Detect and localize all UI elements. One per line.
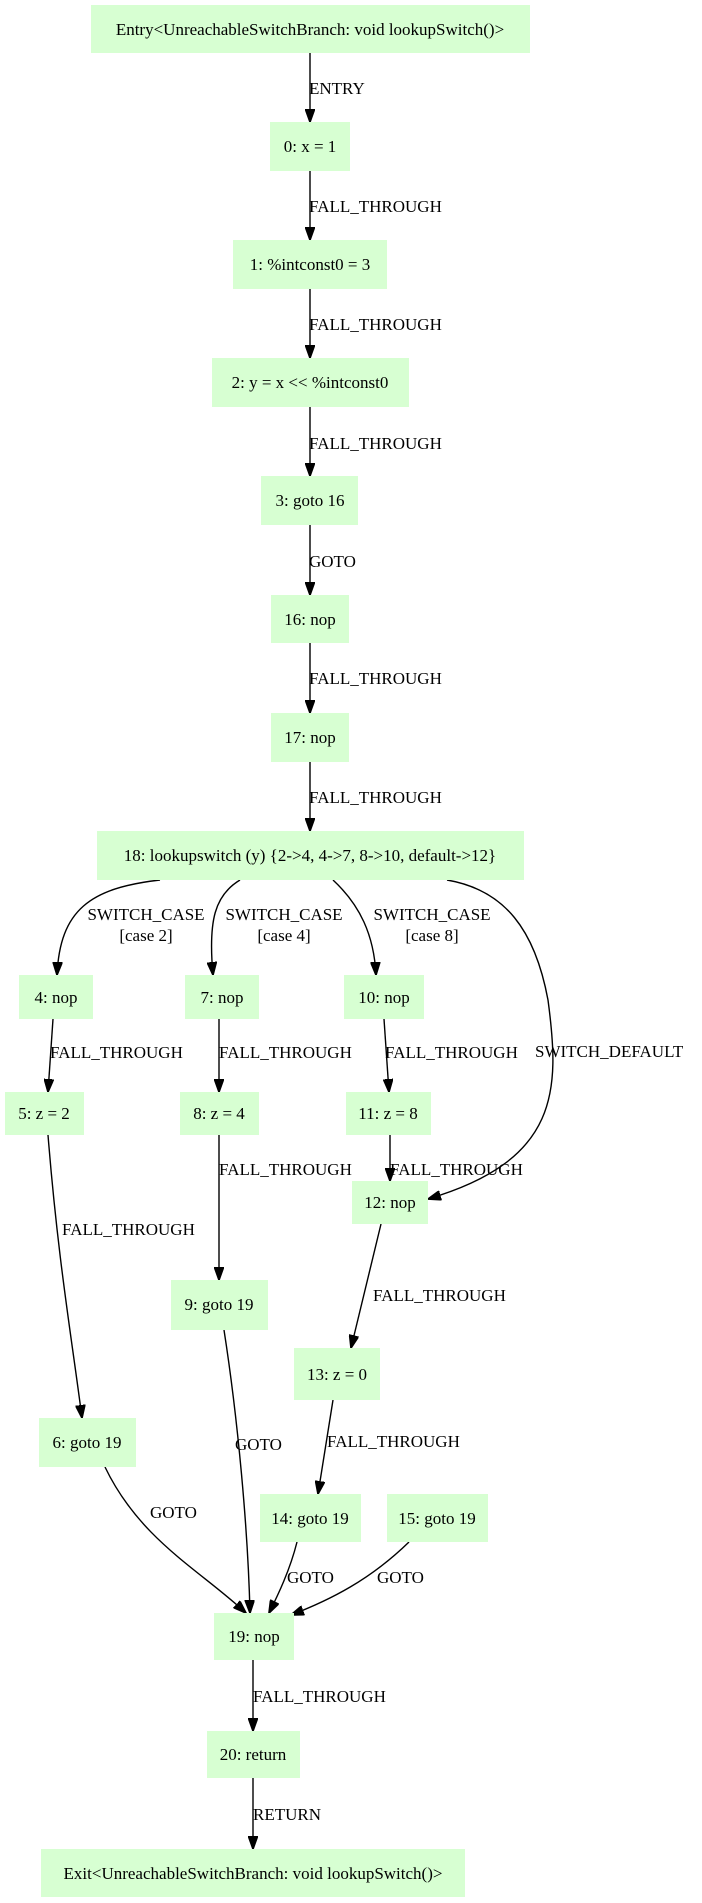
- node-10: 10: nop: [344, 975, 424, 1019]
- node-label: 14: goto 19: [271, 1509, 348, 1528]
- node-20: 20: return: [207, 1731, 300, 1778]
- node-4: 4: nop: [19, 975, 93, 1019]
- node-9: 9: goto 19: [171, 1280, 268, 1330]
- edge-label-goto: GOTO: [309, 552, 356, 571]
- node-3: 3: goto 16: [261, 476, 358, 525]
- edge-15-to-19: [291, 1541, 410, 1615]
- edge-label-entry: ENTRY: [309, 79, 365, 98]
- edge-label-return: RETURN: [253, 1805, 321, 1824]
- nodes: Entry<UnreachableSwitchBranch: void look…: [5, 5, 530, 1897]
- edge-label-switch-case: SWITCH_CASE: [225, 905, 342, 924]
- node-label: 17: nop: [284, 728, 335, 747]
- edge-label-fall-through: FALL_THROUGH: [309, 788, 442, 807]
- edge-12-to-13: [351, 1223, 382, 1348]
- edge-label-case: [case 8]: [405, 926, 458, 945]
- node-exit: Exit<UnreachableSwitchBranch: void looku…: [41, 1849, 465, 1897]
- node-label: 18: lookupswitch (y) {2->4, 4->7, 8->10,…: [124, 846, 496, 865]
- node-label: 7: nop: [201, 988, 244, 1007]
- node-label: Exit<UnreachableSwitchBranch: void looku…: [64, 1864, 443, 1883]
- node-label: 19: nop: [228, 1627, 279, 1646]
- edge-label-fall-through: FALL_THROUGH: [50, 1043, 183, 1062]
- edge-4-to-5: [48, 1018, 53, 1092]
- node-label: 1: %intconst0 = 3: [250, 255, 371, 274]
- edge-label-fall-through: FALL_THROUGH: [219, 1043, 352, 1062]
- edge-13-to-14: [318, 1399, 334, 1494]
- edge-label-goto: GOTO: [235, 1435, 282, 1454]
- edge-label-switch-default: SWITCH_DEFAULT: [535, 1042, 684, 1061]
- node-14: 14: goto 19: [260, 1494, 361, 1542]
- edge-label-fall-through: FALL_THROUGH: [309, 315, 442, 334]
- node-label: 15: goto 19: [398, 1509, 475, 1528]
- node-18: 18: lookupswitch (y) {2->4, 4->7, 8->10,…: [97, 831, 524, 880]
- edge-label-fall-through: FALL_THROUGH: [327, 1432, 460, 1451]
- edge-label-goto: GOTO: [150, 1503, 197, 1522]
- node-label: 2: y = x << %intconst0: [232, 373, 389, 392]
- edge-5-to-6: [47, 1134, 82, 1418]
- node-13: 13: z = 0: [294, 1348, 380, 1400]
- edge-label-fall-through: FALL_THROUGH: [390, 1160, 523, 1179]
- node-6: 6: goto 19: [39, 1418, 136, 1467]
- edge-18-to-12: [428, 879, 554, 1199]
- node-19: 19: nop: [214, 1613, 294, 1660]
- edge-label-fall-through: FALL_THROUGH: [373, 1286, 506, 1305]
- node-15: 15: goto 19: [387, 1494, 488, 1542]
- node-label: 8: z = 4: [193, 1104, 245, 1123]
- node-0: 0: x = 1: [270, 122, 350, 171]
- edge-label-fall-through: FALL_THROUGH: [385, 1043, 518, 1062]
- node-7: 7: nop: [185, 975, 259, 1019]
- edge-10-to-11: [384, 1018, 389, 1092]
- edge-label-case: [case 4]: [257, 926, 310, 945]
- edge-label-goto: GOTO: [377, 1568, 424, 1587]
- edge-18-to-4: [57, 879, 161, 975]
- node-entry: Entry<UnreachableSwitchBranch: void look…: [91, 5, 530, 53]
- edge-label-fall-through: FALL_THROUGH: [309, 669, 442, 688]
- edge-18-to-10: [332, 879, 376, 975]
- edge-9-to-19: [223, 1329, 250, 1613]
- node-11: 11: z = 8: [346, 1092, 431, 1135]
- edge-label-fall-through: FALL_THROUGH: [309, 197, 442, 216]
- node-12: 12: nop: [352, 1181, 428, 1224]
- edge-label-case: [case 2]: [119, 926, 172, 945]
- edge-label-switch-case: SWITCH_CASE: [87, 905, 204, 924]
- node-label: 12: nop: [364, 1193, 415, 1212]
- edges: ENTRY FALL_THROUGH FALL_THROUGH FALL_THR…: [48, 53, 684, 1849]
- node-label: 9: goto 19: [185, 1295, 254, 1314]
- node-17: 17: nop: [271, 713, 349, 762]
- node-label: 16: nop: [284, 610, 335, 629]
- node-label: 13: z = 0: [307, 1365, 367, 1384]
- node-16: 16: nop: [271, 595, 349, 643]
- node-5: 5: z = 2: [5, 1092, 84, 1135]
- node-label: 10: nop: [358, 988, 409, 1007]
- edge-label-goto: GOTO: [287, 1568, 334, 1587]
- node-label: 20: return: [220, 1745, 287, 1764]
- node-label: 3: goto 16: [276, 491, 345, 510]
- edge-14-to-19: [269, 1541, 298, 1613]
- edge-label-fall-through: FALL_THROUGH: [219, 1160, 352, 1179]
- edge-6-to-19: [104, 1466, 246, 1613]
- edge-label-switch-case: SWITCH_CASE: [373, 905, 490, 924]
- node-1: 1: %intconst0 = 3: [233, 240, 387, 289]
- node-label: 0: x = 1: [284, 137, 337, 156]
- node-8: 8: z = 4: [180, 1092, 259, 1135]
- node-label: Entry<UnreachableSwitchBranch: void look…: [116, 20, 504, 39]
- node-label: 5: z = 2: [18, 1104, 70, 1123]
- edge-18-to-7: [211, 879, 241, 975]
- edge-label-fall-through: FALL_THROUGH: [309, 434, 442, 453]
- node-2: 2: y = x << %intconst0: [212, 358, 409, 407]
- node-label: 11: z = 8: [358, 1104, 417, 1123]
- edge-label-fall-through: FALL_THROUGH: [253, 1687, 386, 1706]
- node-label: 6: goto 19: [53, 1433, 122, 1452]
- edge-label-fall-through: FALL_THROUGH: [62, 1220, 195, 1239]
- node-label: 4: nop: [35, 988, 78, 1007]
